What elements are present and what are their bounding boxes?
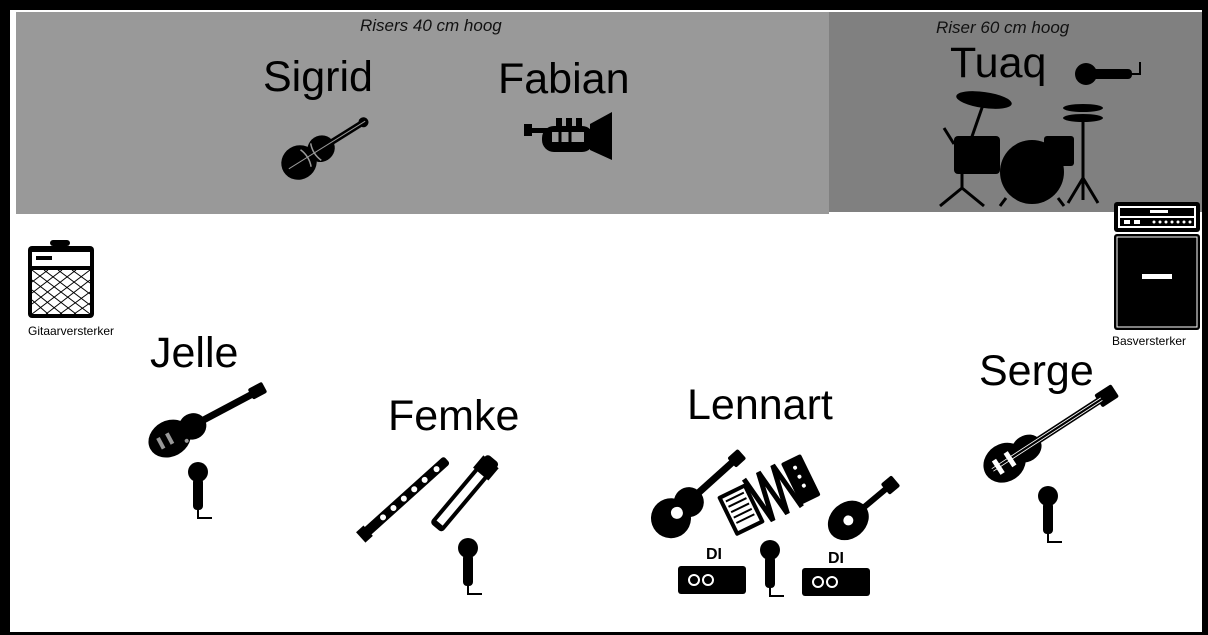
musician-name-tuaq: Tuaq <box>950 39 1047 87</box>
electric-guitar-icon <box>148 382 267 458</box>
microphone-icon <box>458 538 482 595</box>
bass-amp-label: Basversterker <box>1112 334 1187 348</box>
acoustic-guitar-icon <box>650 449 746 539</box>
musician-name-jelle: Jelle <box>150 329 239 377</box>
musician-name-serge: Serge <box>979 347 1094 395</box>
mandolin-icon <box>827 476 900 541</box>
bass-guitar-icon <box>983 384 1119 483</box>
di-box-icon <box>678 566 746 594</box>
flute-icon <box>356 457 450 543</box>
riser-40cm <box>16 12 829 214</box>
microphone-icon <box>1038 486 1062 543</box>
bass-amp-icon <box>1114 202 1200 330</box>
musician-name-lennart: Lennart <box>687 381 833 429</box>
di-box-icon <box>802 568 870 596</box>
accordion-icon <box>717 454 821 536</box>
drum-kit-icon <box>939 91 1103 208</box>
musician-name-femke: Femke <box>388 392 520 440</box>
guitar-amp-label: Gitaarversterker <box>28 324 115 338</box>
recorder-icon <box>431 455 499 532</box>
di-box-label-right: DI <box>828 550 844 567</box>
microphone-icon <box>188 462 212 519</box>
guitar-amp-icon <box>28 240 94 318</box>
riser-60cm-label: Riser 60 cm hoog <box>936 18 1070 37</box>
trumpet-icon <box>524 112 612 160</box>
microphone-icon <box>760 540 784 597</box>
violin-icon <box>281 117 369 180</box>
musician-name-sigrid: Sigrid <box>263 53 373 101</box>
microphone-icon <box>1075 62 1141 85</box>
riser-40cm-label: Risers 40 cm hoog <box>360 16 502 35</box>
musician-name-fabian: Fabian <box>498 55 630 103</box>
di-box-label-left: DI <box>706 546 722 563</box>
